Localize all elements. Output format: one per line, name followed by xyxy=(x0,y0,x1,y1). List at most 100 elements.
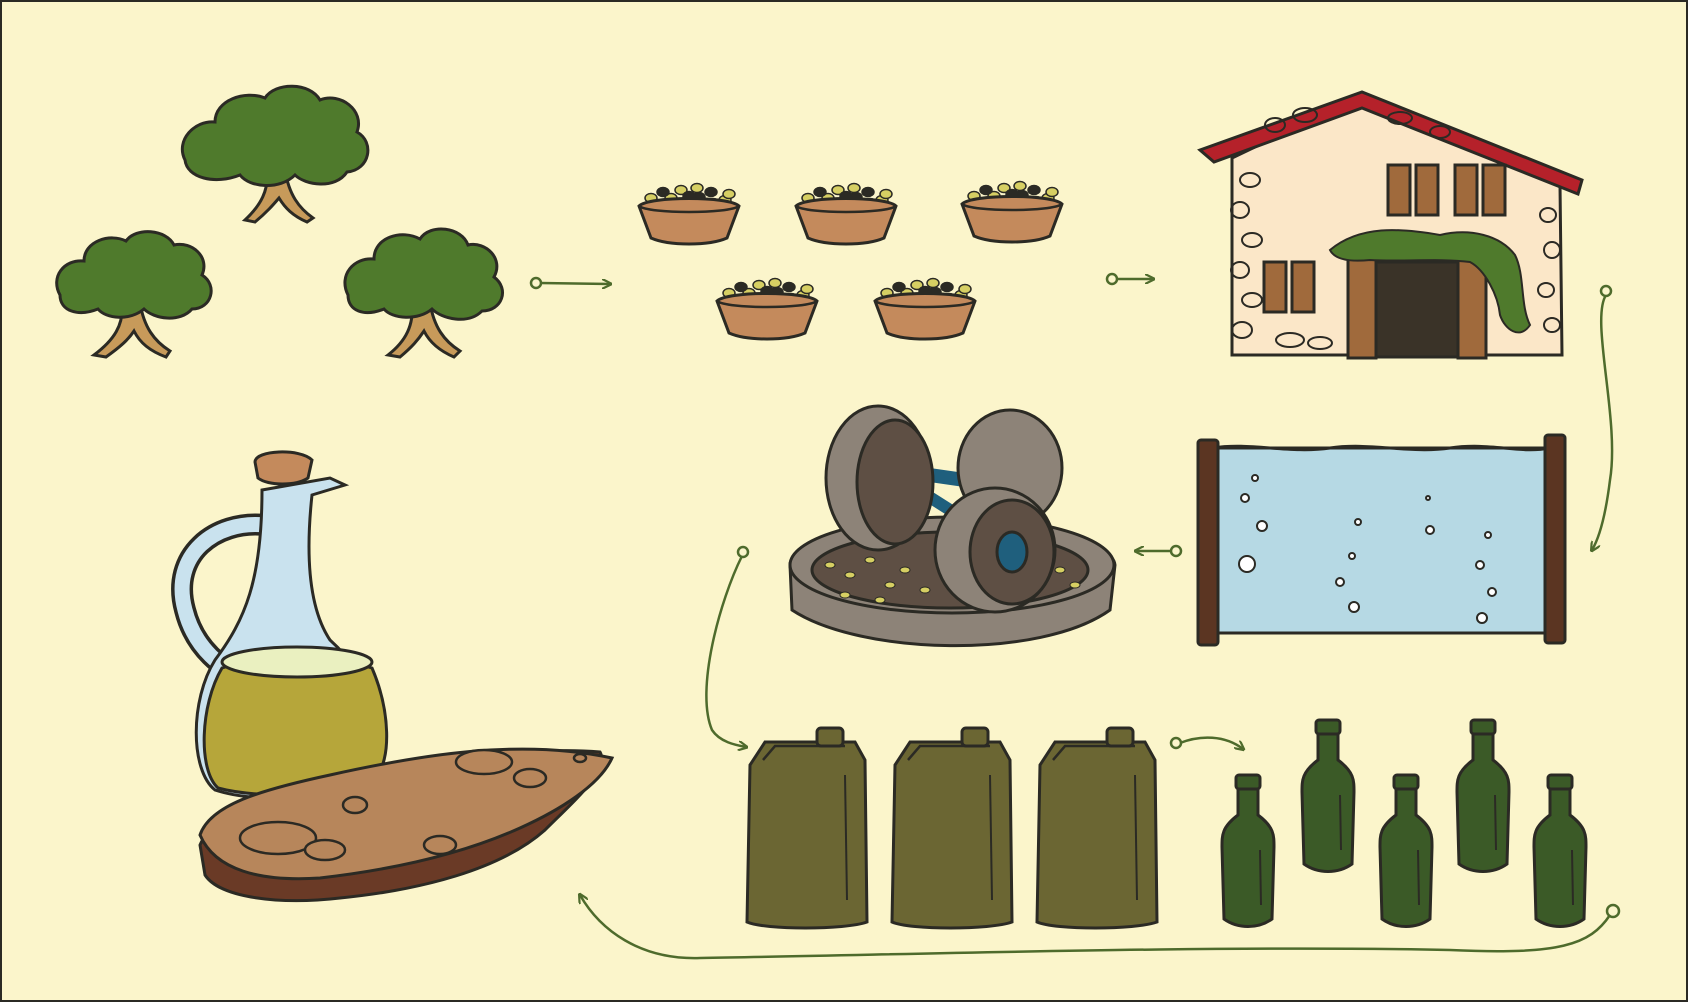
basket-rim xyxy=(874,299,976,309)
olive xyxy=(674,184,688,196)
cork-icon xyxy=(253,450,314,486)
olive xyxy=(879,188,893,200)
canister-cap xyxy=(960,726,990,748)
olive xyxy=(958,283,972,295)
olive xyxy=(1045,186,1059,198)
crushed-olives xyxy=(824,556,1081,604)
olive-tree-icon xyxy=(343,227,504,359)
arrow-canisters-to-bottles xyxy=(1179,736,1243,749)
basket-rim xyxy=(795,204,897,214)
olive xyxy=(690,182,704,194)
bottle-icon xyxy=(1532,773,1588,928)
canister-body xyxy=(745,740,869,930)
olive xyxy=(734,281,748,293)
arrow-farmhouse-to-washing xyxy=(1592,294,1614,550)
olive-tree-icon xyxy=(180,84,370,224)
water-bubbles xyxy=(1238,474,1497,624)
olive-basket-icon xyxy=(637,182,741,246)
jerrycan-icon xyxy=(890,726,1014,930)
canister-body xyxy=(890,740,1014,930)
oil-and-bread xyxy=(171,450,615,903)
oil-bottles xyxy=(1220,718,1588,928)
arrow-start-dot xyxy=(1599,284,1613,298)
stone-texture xyxy=(1230,107,1561,350)
basket-body xyxy=(715,292,819,341)
olive xyxy=(768,277,782,289)
basket-body xyxy=(794,197,898,246)
arrow-start-dot xyxy=(1169,544,1183,558)
olive-basket-icon xyxy=(794,182,898,246)
bottle-icon xyxy=(1220,773,1276,928)
arrow-start-dot xyxy=(529,276,543,290)
canister-seam xyxy=(844,774,848,901)
arrow-start-dot xyxy=(1169,736,1183,750)
olive xyxy=(831,184,845,196)
washing-tank-icon xyxy=(1196,433,1567,647)
millstone-icon xyxy=(788,404,1117,648)
climbing-vine xyxy=(1328,229,1532,334)
basket-rim xyxy=(638,204,740,214)
oil-jug-icon xyxy=(171,450,389,801)
basket-body xyxy=(637,197,741,246)
bottle-icon xyxy=(1300,718,1356,873)
olive xyxy=(1013,180,1027,192)
basket-rim xyxy=(716,299,818,309)
window-shutters xyxy=(1262,163,1507,314)
olive xyxy=(813,186,827,198)
bottle-highlight xyxy=(1259,849,1262,906)
bottle-highlight xyxy=(1494,794,1497,851)
bottle-highlight xyxy=(1571,849,1574,906)
arrow-trees-to-olives xyxy=(539,283,610,284)
arrow-start-dot xyxy=(1605,903,1621,919)
olive xyxy=(979,184,993,196)
bottle-icon xyxy=(1378,773,1434,928)
olive-basket-icon xyxy=(960,180,1064,244)
arrow-start-dot xyxy=(1105,272,1119,286)
olive xyxy=(656,186,670,198)
canister-cap xyxy=(1105,726,1135,748)
olive xyxy=(926,277,940,289)
olive xyxy=(940,281,954,293)
arrow-bottles-to-bread xyxy=(580,895,1612,960)
bottle-cap xyxy=(1314,718,1342,736)
bread-slice-icon xyxy=(198,747,615,903)
olive xyxy=(1027,184,1041,196)
olive-basket-icon xyxy=(715,277,819,341)
olive xyxy=(800,283,814,295)
bottle-cap xyxy=(1234,773,1262,791)
olive xyxy=(910,279,924,291)
jerrycan-icon xyxy=(1035,726,1159,930)
farmhouse-icon xyxy=(1197,90,1584,360)
bottle-cap xyxy=(1392,773,1420,791)
canister-seam xyxy=(1134,774,1138,901)
olive xyxy=(704,186,718,198)
bottle-cap xyxy=(1469,718,1497,736)
olive xyxy=(861,186,875,198)
bottle-icon xyxy=(1455,718,1511,873)
bottle-highlight xyxy=(1417,849,1420,906)
canister-body xyxy=(1035,740,1159,930)
oil-canisters xyxy=(745,726,1159,930)
olive xyxy=(847,182,861,194)
bottle-highlight xyxy=(1339,794,1342,851)
arrow-mill-to-canisters xyxy=(705,555,746,747)
olive xyxy=(752,279,766,291)
olive xyxy=(782,281,796,293)
harvested-olives xyxy=(637,180,1064,341)
olive-basket-icon xyxy=(873,277,977,341)
canister-cap xyxy=(815,726,845,748)
arrow-start-dot xyxy=(736,545,750,559)
olive xyxy=(997,182,1011,194)
basket-body xyxy=(960,195,1064,244)
barn-door xyxy=(1346,256,1488,360)
jerrycan-icon xyxy=(745,726,869,930)
olive xyxy=(892,281,906,293)
canister-seam xyxy=(989,774,993,901)
basket-rim xyxy=(961,202,1063,212)
olive-tree-icon xyxy=(55,230,213,359)
flow-arrows xyxy=(529,272,1621,960)
basket-body xyxy=(873,292,977,341)
bottle-cap xyxy=(1546,773,1574,791)
